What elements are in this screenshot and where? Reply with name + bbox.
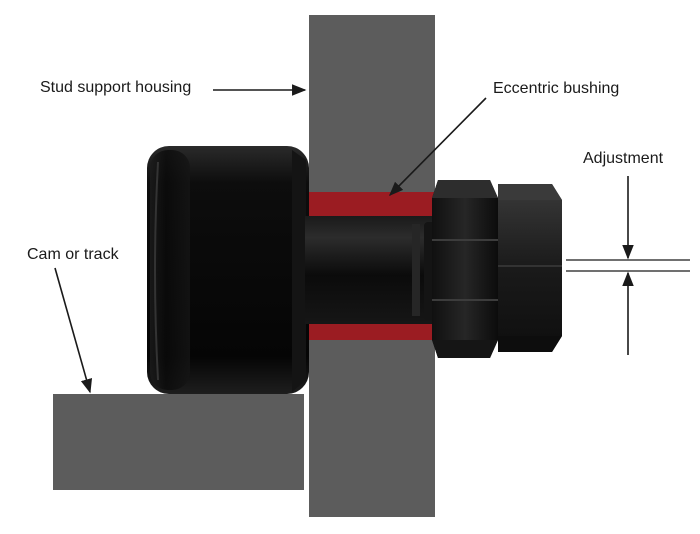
stud-hex-end — [498, 184, 562, 352]
cam-or-track-leader — [54, 267, 93, 394]
roller — [147, 146, 309, 394]
eccentric-bushing-label: Eccentric bushing — [493, 80, 619, 97]
eccentric-bushing-leader — [388, 97, 487, 197]
hex-nut — [432, 180, 498, 358]
cam-or-track-label: Cam or track — [27, 246, 120, 263]
eccentric-bushing-bottom — [309, 324, 435, 340]
stud-support-housing-label: Stud support housing — [40, 79, 191, 96]
cam-track-block — [53, 394, 304, 490]
adjustment-label: Adjustment — [583, 150, 664, 167]
eccentric-bushing-top — [309, 192, 435, 216]
